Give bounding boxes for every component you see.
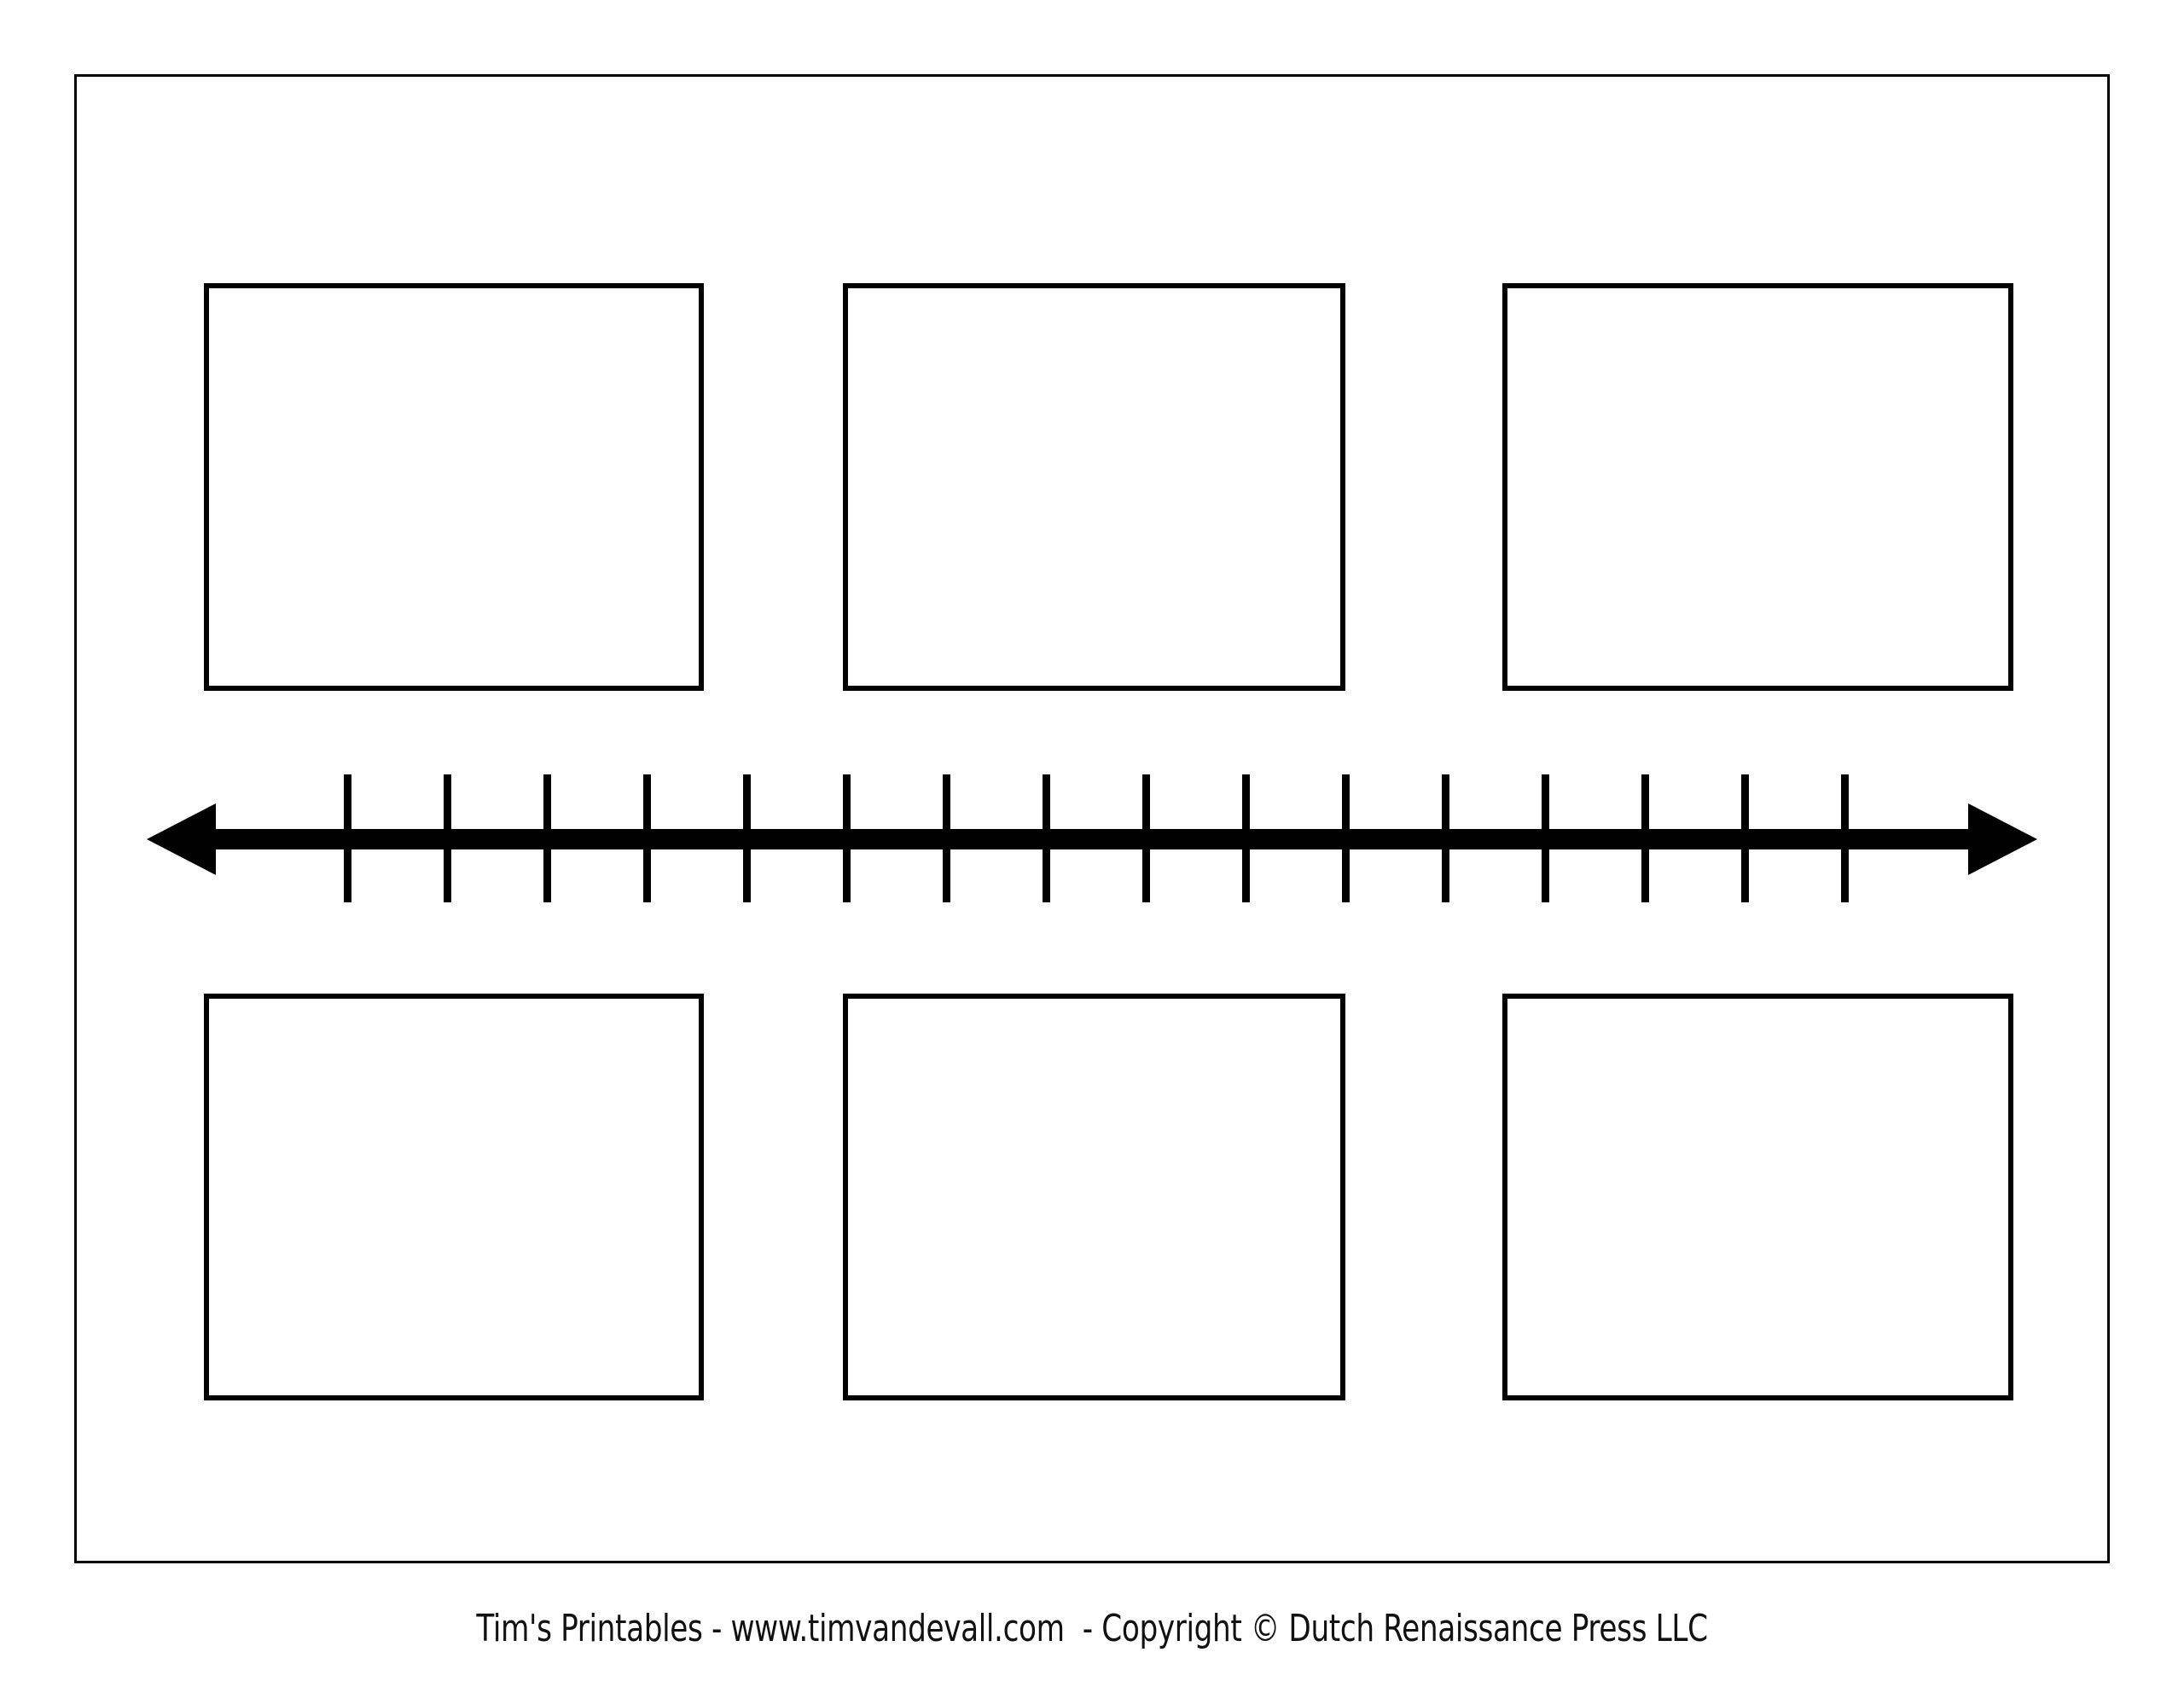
answer-box-top-3[interactable] (1502, 283, 2013, 691)
arrow-left-icon (147, 803, 216, 875)
answer-box-bottom-1[interactable] (204, 994, 704, 1400)
footer-credit: Tim's Printables - www.timvandevall.com … (476, 1607, 1708, 1650)
arrow-right-icon (1968, 803, 2037, 875)
answer-box-bottom-2[interactable] (843, 994, 1345, 1400)
number-line-axis (147, 803, 2037, 875)
number-line (128, 751, 2056, 930)
page-border (74, 74, 2110, 1563)
answer-box-bottom-3[interactable] (1502, 994, 2013, 1400)
answer-box-top-2[interactable] (843, 283, 1345, 691)
answer-box-top-1[interactable] (204, 283, 704, 691)
